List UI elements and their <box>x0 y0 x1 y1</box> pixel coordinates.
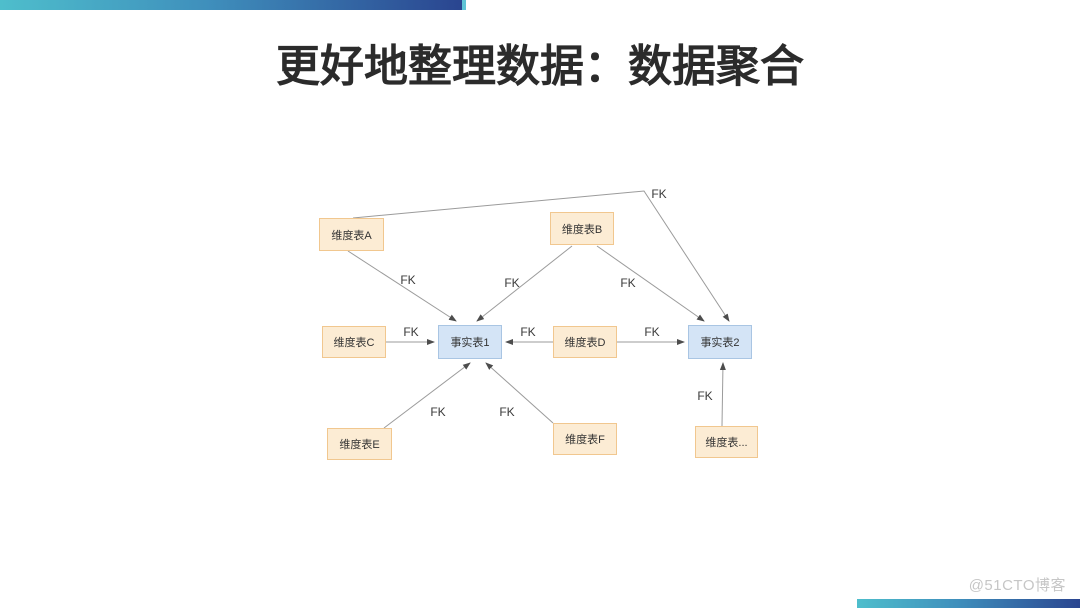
fk-label: FK <box>644 325 659 339</box>
node-dimension-table-c: 维度表C <box>322 326 386 358</box>
fk-label: FK <box>620 276 635 290</box>
edge-dim-b-fact-1 <box>476 245 573 322</box>
node-dimension-table-e: 维度表E <box>327 428 392 460</box>
edge-dim-more-fact-1 <box>485 362 554 424</box>
slide-title: 更好地整理数据：数据聚合 <box>276 42 804 91</box>
node-dimension-table-a: 维度表A <box>319 218 384 251</box>
node-dimension-table-more: 维度表... <box>695 426 758 458</box>
top-accent-bar <box>0 0 462 10</box>
fk-label: FK <box>504 276 519 290</box>
node-dimension-table-b: 维度表B <box>550 212 614 245</box>
node-fact-table-1: 事实表1 <box>438 325 502 359</box>
node-dimension-table-f: 维度表F <box>553 423 617 455</box>
node-fact-table-2: 事实表2 <box>688 325 752 359</box>
fk-label: FK <box>520 325 535 339</box>
edge-dim-a-fact-1 <box>347 250 457 322</box>
watermark: @51CTO博客 <box>968 577 1066 594</box>
edge-dim-more-fact-2 <box>719 362 726 427</box>
bottom-accent-bar <box>857 599 1080 608</box>
fk-label: FK <box>403 325 418 339</box>
edge-dim-a-fact-2 <box>352 190 730 322</box>
fk-label: FK <box>651 187 666 201</box>
top-accent-bar-cap <box>462 0 466 10</box>
fk-label: FK <box>697 389 712 403</box>
edge-dim-b-fact-2 <box>596 245 705 322</box>
fk-label: FK <box>499 405 514 419</box>
node-dimension-table-d: 维度表D <box>553 326 617 358</box>
edge-dim-e-fact-1 <box>383 362 471 429</box>
fk-label: FK <box>430 405 445 419</box>
fk-label: FK <box>400 273 415 287</box>
